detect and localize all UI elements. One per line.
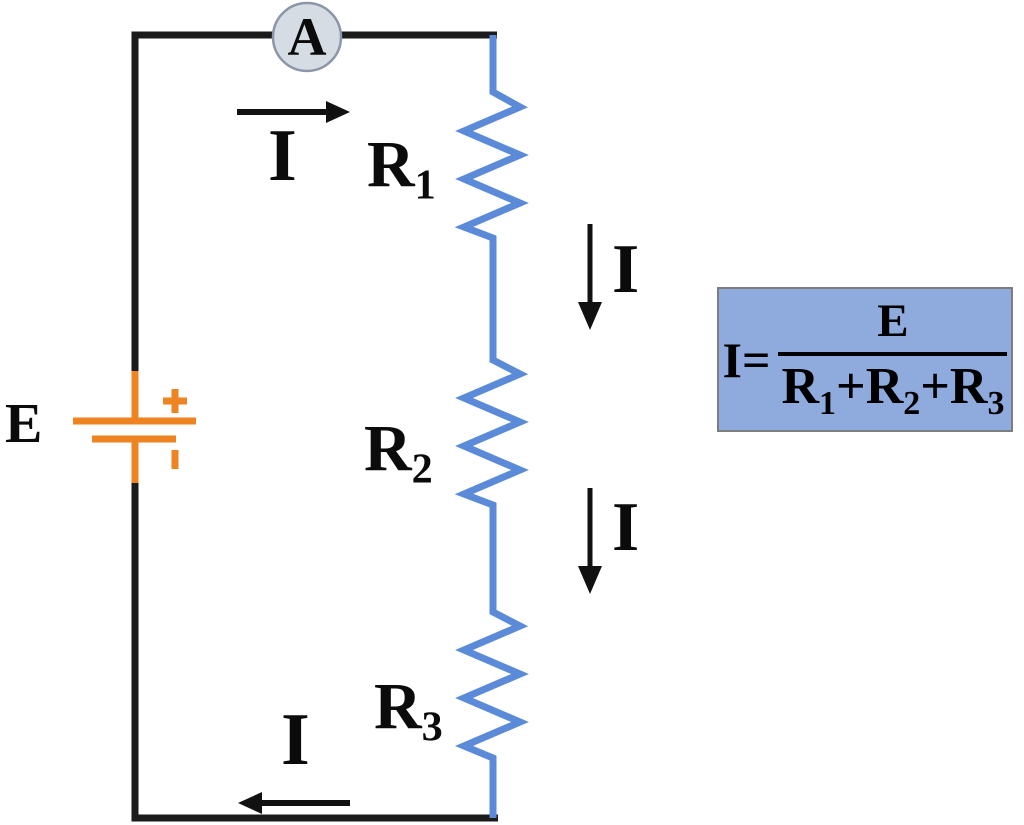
- battery-plus-icon: [163, 389, 187, 413]
- den-term: R: [865, 358, 904, 416]
- battery-label: E: [5, 393, 43, 455]
- resistor-label-r2: R2: [364, 416, 433, 491]
- fraction-bar: [778, 352, 1008, 357]
- current-arrow-mid2: [578, 488, 602, 594]
- resistor-base: R: [364, 412, 412, 485]
- resistor-label-r3: R3: [374, 674, 443, 749]
- ammeter-symbol: [271, 1, 343, 73]
- current-label-bottom: I: [281, 699, 310, 781]
- den-term: R: [781, 358, 820, 416]
- formula-numerator: E: [877, 295, 909, 348]
- formula-denominator: R1+R2+R3: [778, 356, 1007, 421]
- den-term: R: [949, 358, 988, 416]
- current-arrow-top: [237, 101, 350, 123]
- den-sub: 2: [903, 384, 921, 422]
- formula-fraction: E R1+R2+R3: [778, 295, 1008, 421]
- current-arrow-mid1: [578, 224, 602, 330]
- current-label-top: I: [268, 115, 297, 197]
- current-label-mid2: I: [612, 489, 640, 566]
- resistor-subscript: 3: [421, 703, 443, 751]
- resistor-base: R: [374, 670, 422, 743]
- current-label-mid1: I: [612, 231, 640, 308]
- formula-box: I= E R1+R2+R3: [717, 287, 1013, 432]
- resistor-subscript: 1: [414, 161, 436, 209]
- wire-top-left: [131, 31, 497, 374]
- resistor-label-r1: R1: [367, 132, 436, 207]
- resistor-branch-wire: [454, 35, 529, 818]
- current-arrow-bottom: [238, 792, 350, 814]
- wire-bottom-left: [131, 480, 498, 822]
- resistor-base: R: [367, 128, 415, 201]
- den-op: +: [836, 358, 866, 416]
- den-sub: 1: [819, 384, 837, 422]
- formula-lhs: I=: [722, 331, 771, 388]
- resistor-subscript: 2: [411, 445, 433, 493]
- den-sub: 3: [987, 384, 1005, 422]
- ammeter-label: A: [287, 7, 327, 67]
- den-op: +: [920, 358, 950, 416]
